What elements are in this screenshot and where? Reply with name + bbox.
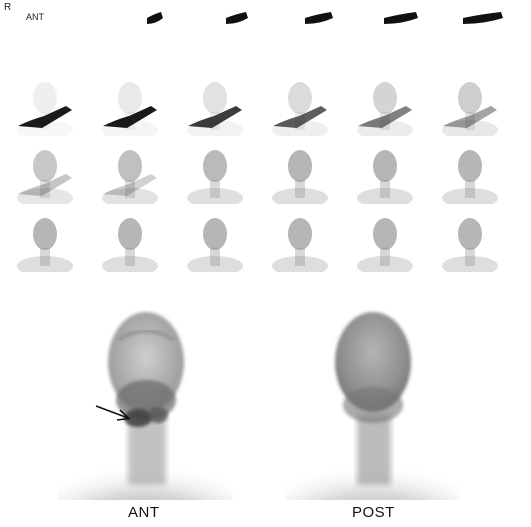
anterior-static-svg — [58, 312, 233, 500]
dynamic-frame — [95, 204, 165, 272]
dynamic-frame — [10, 136, 80, 204]
posterior-static-image — [285, 300, 460, 500]
dynamic-frame — [10, 204, 80, 272]
frame-svg — [17, 82, 73, 136]
view-label-top: ANT — [26, 12, 44, 22]
frame-svg — [384, 12, 418, 24]
frame-svg — [17, 218, 73, 272]
frame-svg — [442, 82, 498, 136]
dynamic-frame — [435, 204, 505, 272]
posterior-view-label: POST — [352, 504, 395, 521]
frame-svg — [357, 150, 413, 204]
dynamic-frame — [265, 68, 335, 136]
frame-svg — [272, 82, 328, 136]
frame-svg — [272, 218, 328, 272]
frame-svg — [102, 150, 158, 204]
frame-svg — [305, 12, 333, 24]
frame-svg — [187, 82, 243, 136]
dynamic-frame — [180, 68, 250, 136]
frame-svg — [187, 218, 243, 272]
dynamic-frame — [435, 4, 505, 72]
anterior-static-image — [58, 300, 233, 500]
dynamic-frame — [265, 136, 335, 204]
frame-svg — [17, 150, 73, 204]
dynamic-frame — [435, 68, 505, 136]
frame-svg — [226, 12, 248, 24]
dynamic-frame — [180, 136, 250, 204]
anterior-view-label: ANT — [128, 504, 160, 521]
frame-svg — [442, 218, 498, 272]
dynamic-frame — [95, 136, 165, 204]
frame-svg — [357, 82, 413, 136]
posterior-static-svg — [285, 312, 460, 500]
dynamic-frame — [435, 136, 505, 204]
dynamic-frame — [10, 4, 80, 72]
dynamic-frame — [350, 136, 420, 204]
dynamic-frame — [265, 204, 335, 272]
frame-svg — [357, 218, 413, 272]
frame-svg — [187, 150, 243, 204]
frame-svg — [442, 150, 498, 204]
dynamic-frame — [95, 68, 165, 136]
dynamic-frame — [95, 4, 165, 72]
dynamic-frame — [180, 4, 250, 72]
frame-svg — [10, 4, 80, 72]
arrow-icon — [95, 405, 131, 421]
frame-svg — [272, 150, 328, 204]
dynamic-frame — [265, 4, 335, 72]
dynamic-frame-grid — [10, 4, 505, 272]
dynamic-frame — [180, 204, 250, 272]
frame-svg — [147, 12, 163, 24]
dynamic-frame — [350, 68, 420, 136]
dynamic-frame — [350, 204, 420, 272]
frame-svg — [463, 12, 503, 24]
frame-svg — [102, 82, 158, 136]
side-marker-label: R — [4, 2, 12, 13]
dynamic-frame — [350, 4, 420, 72]
frame-svg — [102, 218, 158, 272]
dynamic-frame — [10, 68, 80, 136]
